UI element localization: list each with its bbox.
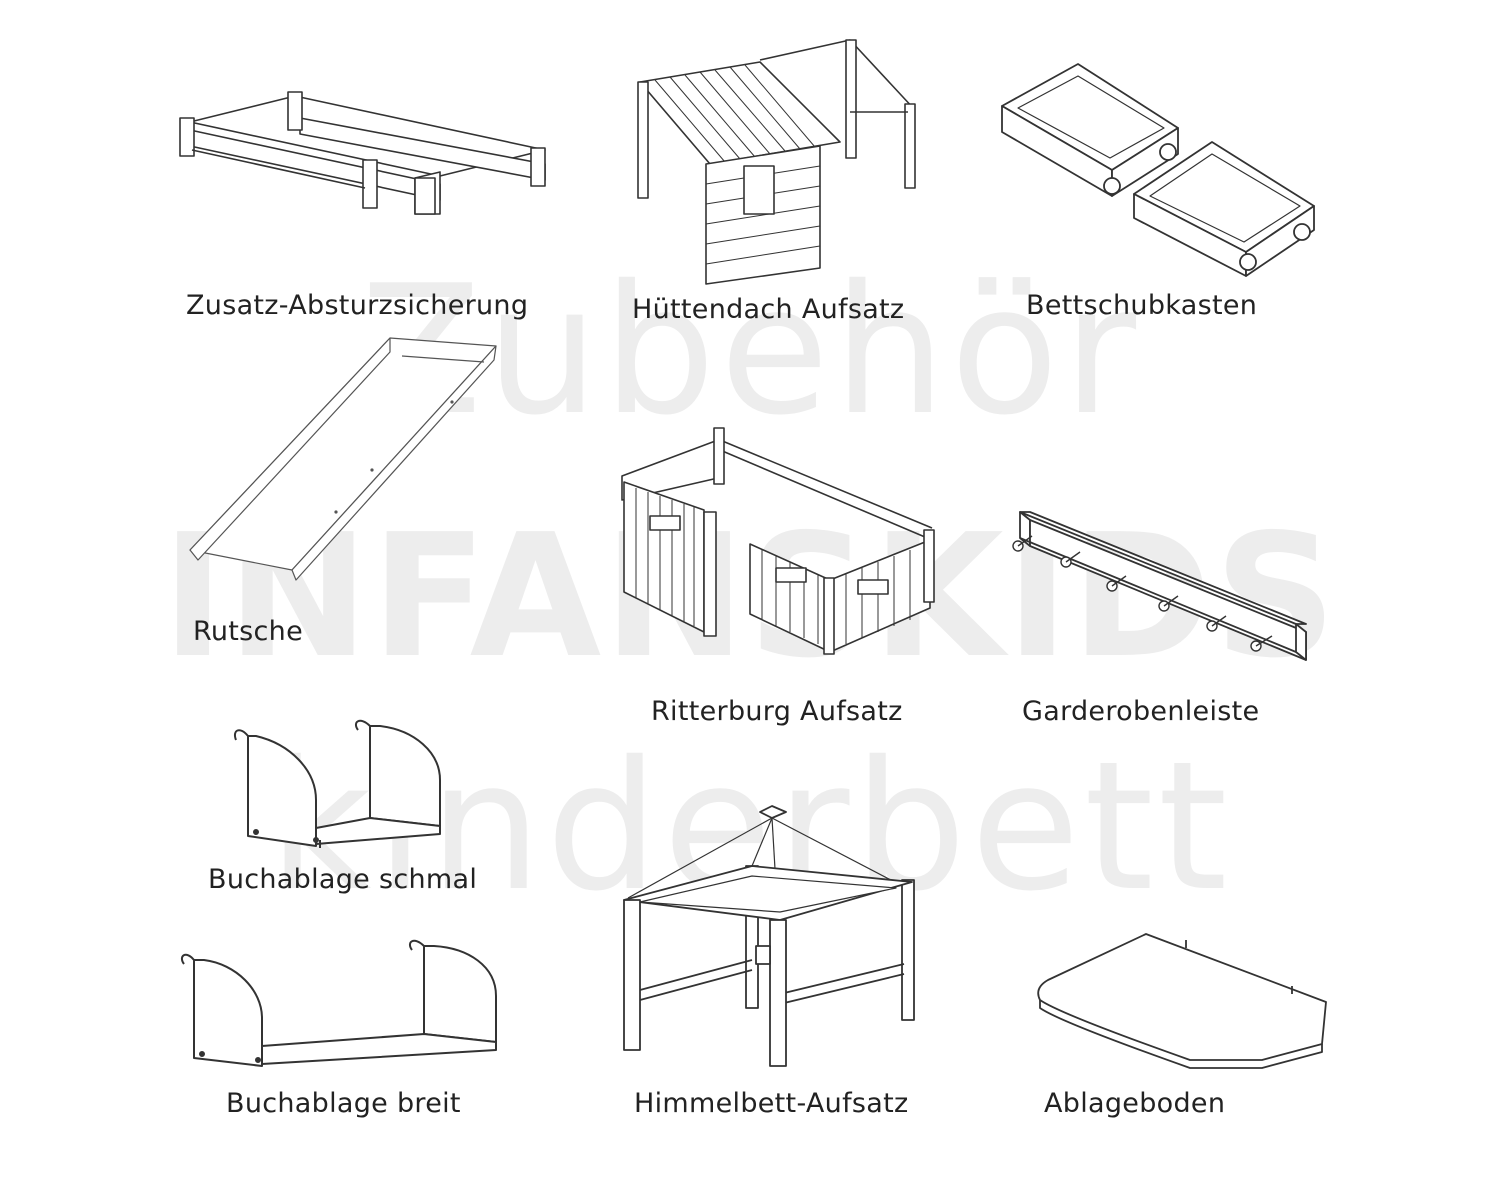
item-label: Hüttendach Aufsatz: [632, 294, 905, 325]
item-label: Garderobenleiste: [1022, 696, 1260, 727]
item-label: Ablageboden: [1044, 1088, 1226, 1119]
item-label: Ritterburg Aufsatz: [651, 696, 903, 727]
item-label: Buchablage breit: [226, 1088, 461, 1119]
item-label: Bettschubkasten: [1026, 290, 1258, 321]
item-label: Himmelbett-Aufsatz: [634, 1088, 909, 1119]
item-label: Buchablage schmal: [208, 864, 478, 895]
item-label: Zusatz-Absturzsicherung: [186, 290, 529, 321]
item-label: Rutsche: [193, 616, 303, 647]
